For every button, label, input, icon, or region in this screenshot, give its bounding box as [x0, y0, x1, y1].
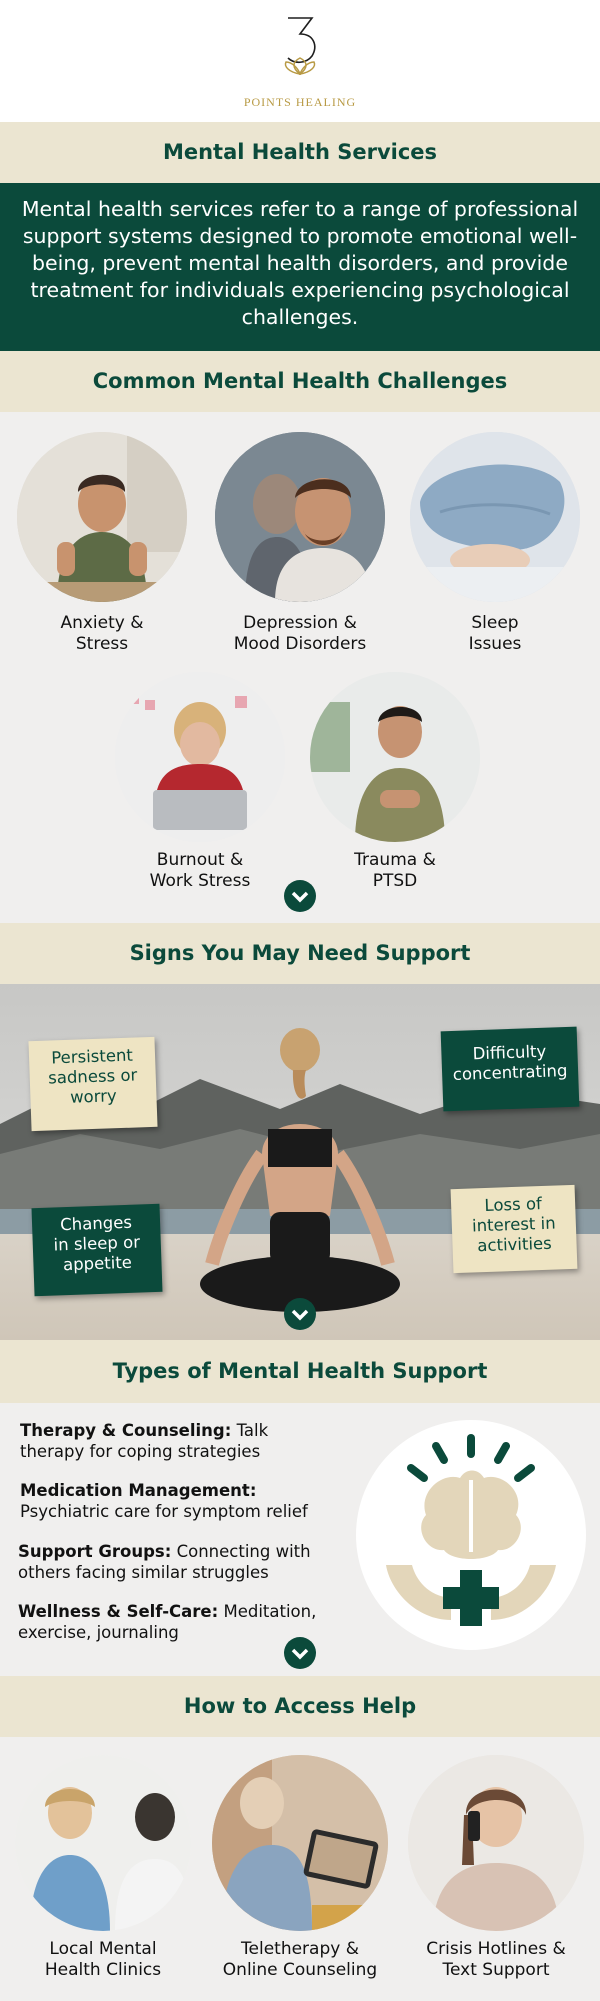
intro-panel: Mental health services refer to a range …	[0, 183, 600, 351]
challenges-title-bar: Common Mental Health Challenges	[0, 351, 600, 412]
type-wellness: Wellness & Self-Care: Meditation,exercis…	[18, 1602, 317, 1642]
teletherapy-image	[212, 1755, 388, 1931]
page-title: Mental Health Services	[162, 140, 438, 164]
burnout-label: Burnout &Work Stress	[149, 850, 251, 891]
logo-header: POINTS HEALING	[0, 0, 600, 122]
teletherapy-label: Teletherapy &Online Counseling	[222, 1939, 378, 1980]
anxiety-stress-image	[17, 432, 187, 602]
trauma-image	[310, 672, 480, 842]
chevron-down-icon[interactable]	[284, 880, 316, 912]
types-title-bar: Types of Mental Health Support	[0, 1340, 600, 1403]
chevron-down-icon[interactable]	[284, 1637, 316, 1669]
therapy-session-icon	[15, 1755, 191, 1931]
hotline-label: Crisis Hotlines &Text Support	[426, 1939, 566, 1980]
depression-label: Depression &Mood Disorders	[233, 613, 367, 654]
chevron-down-icon[interactable]	[284, 1298, 316, 1330]
type-medication: Medication Management:Psychiatric care f…	[20, 1481, 308, 1521]
pillow-icon	[410, 432, 580, 602]
brain-hands-icon	[386, 1434, 556, 1626]
sleep-issues-image	[410, 432, 580, 602]
access-title: How to Access Help	[183, 1694, 417, 1718]
depression-image	[215, 432, 385, 602]
trauma-label: Trauma &PTSD	[354, 850, 436, 891]
access-title-bar: How to Access Help	[0, 1676, 600, 1737]
logo-text: POINTS HEALING	[243, 95, 357, 109]
anxiety-stress-label: Anxiety &Stress	[60, 613, 144, 654]
intro-text: Mental health services refer to a range …	[21, 197, 579, 329]
types-title: Types of Mental Health Support	[112, 1359, 488, 1383]
signs-title-bar: Signs You May Need Support	[0, 923, 600, 984]
burnout-woman-icon	[115, 672, 285, 842]
hotline-image	[408, 1755, 584, 1931]
tablet-call-icon	[212, 1755, 388, 1931]
challenges-title: Common Mental Health Challenges	[92, 369, 508, 393]
phone-call-icon	[408, 1755, 584, 1931]
lotus-logo-icon	[284, 17, 316, 75]
brain-care-image	[356, 1420, 586, 1650]
burnout-image	[115, 672, 285, 842]
stressed-man-icon	[17, 432, 187, 602]
two-faces-icon	[215, 432, 385, 602]
page-title-bar: Mental Health Services	[0, 122, 600, 183]
worried-man-icon	[310, 672, 480, 842]
clinics-image	[15, 1755, 191, 1931]
signs-title: Signs You May Need Support	[129, 941, 471, 965]
